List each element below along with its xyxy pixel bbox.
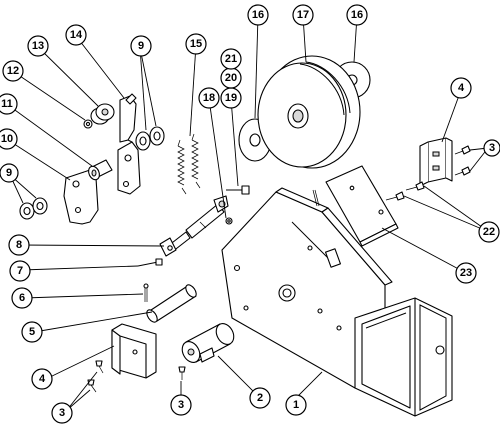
- callout-12: 12: [2, 60, 24, 82]
- callout-2: 2: [249, 387, 271, 409]
- svg-text:18: 18: [203, 92, 215, 104]
- spring-part: [177, 133, 201, 195]
- callout-4-right-bracket: 4: [450, 77, 472, 99]
- roller-bushing-part: [181, 323, 235, 363]
- cover-plate-part: [325, 165, 399, 247]
- lower-lever-arm-part: [63, 169, 99, 225]
- callout-1: 1: [285, 394, 307, 416]
- callout-18: 18: [198, 87, 220, 109]
- svg-text:20: 20: [225, 72, 237, 84]
- callout-8: 8: [8, 234, 30, 256]
- callout-16-right: 16: [346, 4, 368, 26]
- callout-3-roller-screw: 3: [170, 394, 192, 416]
- callout-23: 23: [455, 262, 477, 284]
- callout-7: 7: [9, 260, 31, 282]
- svg-text:16: 16: [252, 9, 264, 21]
- cotter-pin-part: [143, 283, 149, 302]
- svg-text:21: 21: [225, 53, 237, 65]
- callout-4-left-bracket: 4: [31, 368, 53, 390]
- callout-6: 6: [11, 287, 33, 309]
- callout-13: 13: [27, 35, 49, 57]
- callout-20: 20: [220, 67, 242, 89]
- svg-text:3: 3: [489, 142, 495, 154]
- svg-text:7: 7: [17, 265, 23, 277]
- svg-text:10: 10: [1, 133, 13, 145]
- svg-text:5: 5: [29, 326, 35, 338]
- spacer-part: [90, 103, 115, 125]
- callout-19: 19: [220, 87, 242, 109]
- screw-part: [87, 145, 471, 393]
- svg-text:19: 19: [225, 92, 237, 104]
- svg-text:13: 13: [32, 40, 44, 52]
- svg-text:9: 9: [138, 40, 144, 52]
- svg-text:23: 23: [460, 267, 472, 279]
- callout-21: 21: [220, 48, 242, 70]
- svg-text:2: 2: [257, 392, 263, 404]
- svg-text:8: 8: [16, 239, 22, 251]
- l-bracket-part: [111, 137, 453, 379]
- washer-part: [19, 126, 165, 220]
- svg-text:9: 9: [6, 167, 12, 179]
- hex-bolt-part: [225, 185, 250, 225]
- pulley-part: [257, 55, 361, 169]
- callout-17: 17: [292, 4, 314, 26]
- svg-text:3: 3: [178, 399, 184, 411]
- callout-3-right-screws: 3: [483, 139, 500, 157]
- svg-text:4: 4: [458, 82, 465, 94]
- svg-text:22: 22: [483, 226, 495, 238]
- svg-text:12: 12: [7, 65, 19, 77]
- leader-lines: [7, 15, 490, 411]
- shaft-pin-part: [146, 284, 197, 323]
- nut-part: [83, 119, 93, 129]
- callout-14: 14: [65, 24, 87, 46]
- callout-16-left: 16: [247, 4, 269, 26]
- callout-9-left-washers: 9: [0, 163, 19, 183]
- callout-5: 5: [21, 321, 43, 343]
- svg-text:14: 14: [70, 29, 83, 41]
- bushing-part: [88, 159, 113, 181]
- svg-text:4: 4: [39, 373, 46, 385]
- svg-text:17: 17: [297, 9, 309, 21]
- callout-3-left-screws: 3: [51, 402, 73, 424]
- svg-text:3: 3: [59, 407, 65, 419]
- main-frame-part: [221, 187, 453, 417]
- svg-text:15: 15: [190, 38, 202, 50]
- clevis-rod-end-part: [159, 195, 229, 257]
- svg-text:11: 11: [1, 98, 13, 110]
- callout-9-upper-washers: 9: [130, 35, 152, 57]
- callout-10: 10: [0, 128, 18, 150]
- upper-lever-arm-part: [117, 93, 141, 195]
- callout-15: 15: [185, 33, 207, 55]
- svg-text:16: 16: [351, 9, 363, 21]
- small-bolt-part: [137, 258, 163, 267]
- svg-text:6: 6: [19, 292, 25, 304]
- callout-22: 22: [478, 221, 500, 243]
- right-screw-part: [312, 181, 425, 207]
- svg-text:1: 1: [293, 399, 299, 411]
- callout-11: 11: [0, 93, 18, 115]
